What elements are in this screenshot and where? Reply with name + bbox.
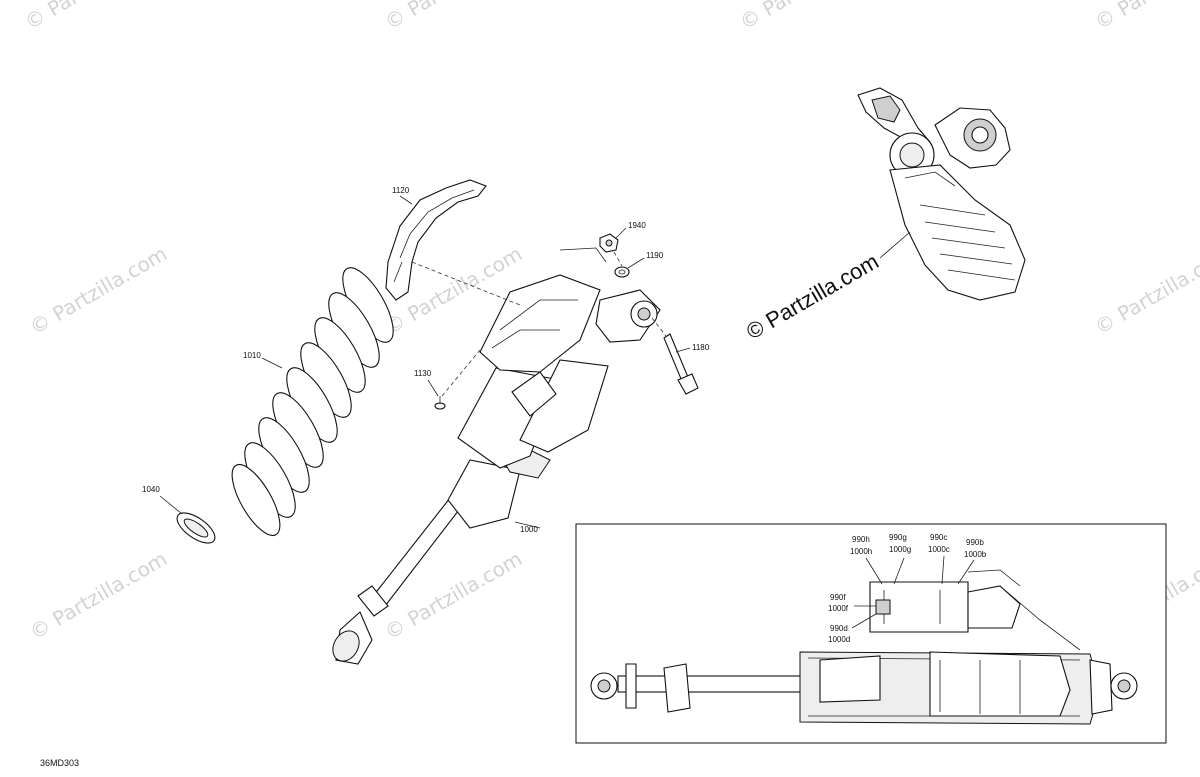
inset-detail: 990h 1000h 990g 1000g 990c 1000c 990b 10…	[575, 523, 1167, 744]
callout-1180: 1180	[692, 343, 710, 352]
inset-callout-1000d: 1000d	[828, 635, 850, 644]
inset-callout-990g: 990g	[889, 533, 907, 542]
inset-callout-1000h: 1000h	[850, 547, 872, 556]
watermark: © Partzilla.com	[736, 0, 882, 34]
inset-callout-1000g: 1000g	[889, 545, 911, 554]
watermark: © Partzilla.com	[26, 241, 172, 339]
callout-1120: 1120	[392, 186, 410, 195]
part-1010-spring: 1010	[231, 267, 394, 536]
inset-callout-1000c: 1000c	[928, 545, 950, 554]
reference-shock-view: © Partzilla.com	[742, 87, 1026, 345]
inset-callout-1000f: 1000f	[828, 604, 849, 613]
callout-1940: 1940	[628, 221, 646, 230]
inset-callout-990b: 990b	[966, 538, 984, 547]
part-1130-fastener: 1130	[414, 369, 446, 410]
callout-1010: 1010	[243, 351, 261, 360]
watermark: © Partzilla.com	[1091, 241, 1200, 339]
inset-callout-990h: 990h	[852, 535, 870, 544]
inset-callout-1000b: 1000b	[964, 550, 987, 559]
part-1000-shock: 1000	[332, 247, 661, 665]
part-1180-bolt: 1180	[651, 317, 710, 395]
inset-callout-990f: 990f	[830, 593, 846, 602]
callout-1190: 1190	[646, 251, 664, 260]
watermark: © Partzilla.com	[21, 0, 167, 34]
watermark-label: © Partzilla.com	[742, 249, 883, 345]
part-1190-washer: 1190	[613, 251, 664, 278]
part-1120-guard: 1120	[385, 179, 487, 301]
part-1940-nut: 1940	[599, 221, 646, 253]
inset-callout-990d: 990d	[830, 624, 848, 633]
part-1040-ring: 1040	[142, 485, 216, 544]
callout-1130: 1130	[414, 369, 432, 378]
inset-callout-990c: 990c	[930, 533, 947, 542]
watermark: © Partzilla.com	[1091, 0, 1200, 34]
watermark: © Partzilla.com	[26, 546, 172, 644]
callout-1000: 1000	[520, 525, 538, 534]
diagram-code: 36MD303	[40, 758, 79, 768]
callout-1040: 1040	[142, 485, 160, 494]
watermark: © Partzilla.com	[381, 0, 527, 34]
